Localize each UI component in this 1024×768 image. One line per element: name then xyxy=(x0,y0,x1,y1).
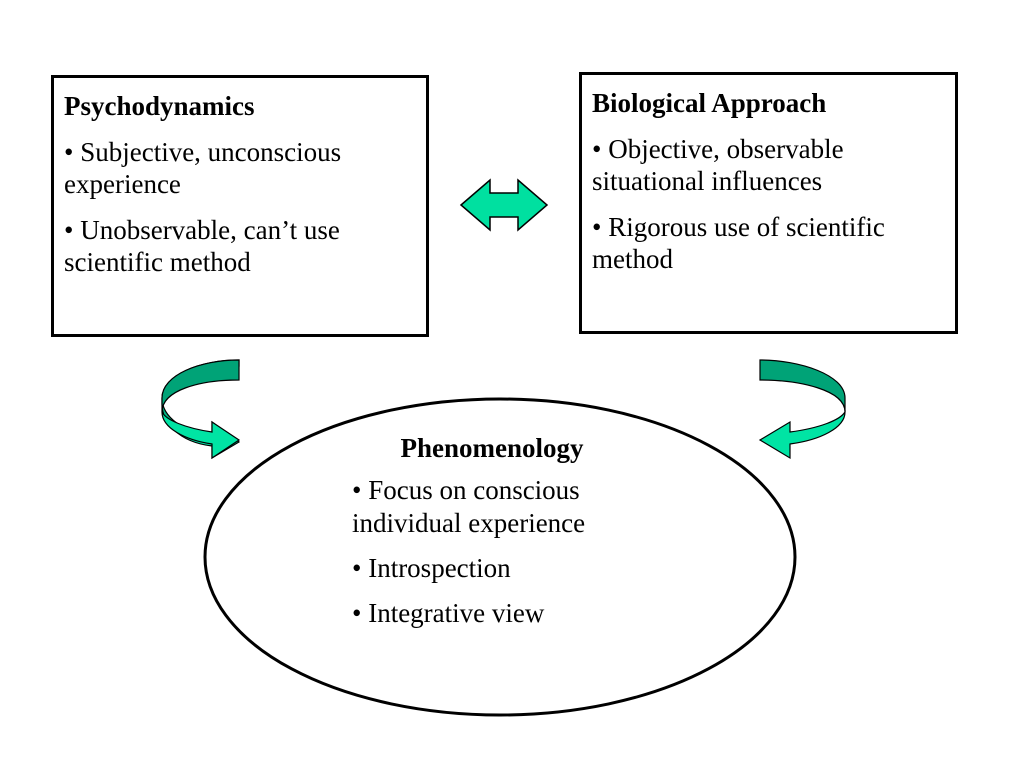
phenomenology-ellipse xyxy=(203,397,797,717)
phenomenology-bullet: • Integrative view xyxy=(352,598,545,628)
psychodynamics-title: Psychodynamics xyxy=(64,91,255,121)
phenomenology-bullet: • Introspection xyxy=(352,553,511,583)
curved-arrow-icon xyxy=(161,359,241,460)
biological-approach-title: Biological Approach xyxy=(592,88,827,118)
biological-approach-bullet: • Objective, observable situational infl… xyxy=(592,134,844,196)
phenomenology-content: Phenomenology • Focus on conscious indiv… xyxy=(352,432,682,642)
double-headed-arrow-icon xyxy=(459,178,549,232)
curved-arrow-icon xyxy=(758,359,846,460)
psychodynamics-bullet: • Subjective, unconscious experience xyxy=(64,137,342,199)
biological-approach-bullet: • Rigorous use of scientific method xyxy=(592,212,885,274)
psychodynamics-box: Psychodynamics • Subjective, unconscious… xyxy=(51,75,429,337)
phenomenology-bullet: • Focus on conscious individual experien… xyxy=(352,475,586,538)
psychodynamics-bullet: • Unobservable, can’t use scientific met… xyxy=(64,215,340,277)
biological-approach-box: Biological Approach • Objective, observa… xyxy=(579,72,958,334)
phenomenology-title: Phenomenology xyxy=(400,433,584,463)
